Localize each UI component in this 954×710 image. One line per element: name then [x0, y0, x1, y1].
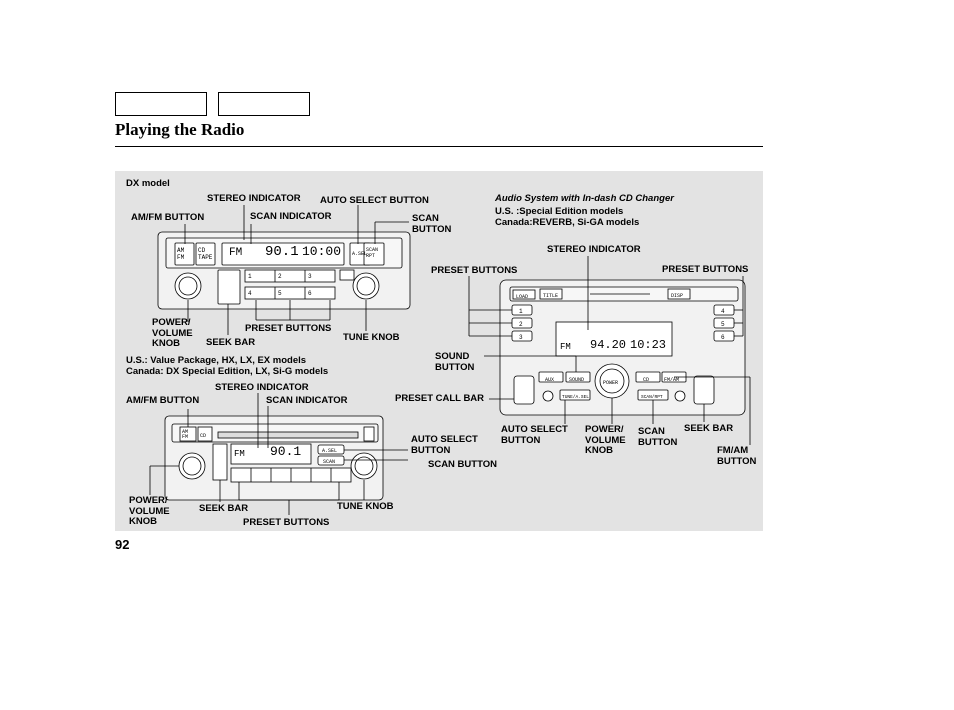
dx-seek-bar [217, 269, 241, 305]
cd-preset-5[interactable]: 5 [721, 321, 725, 328]
label-scan-button-3: SCAN BUTTON [638, 426, 678, 448]
page-title: Playing the Radio [115, 120, 245, 139]
cd-aux-label[interactable]: AUX [545, 377, 555, 383]
label-cd-models: U.S. :Special Edition models Canada:REVE… [495, 206, 640, 228]
cd-display-time: 10:23 [630, 338, 667, 352]
label-seek-bar-3: SEEK BAR [684, 423, 734, 434]
dx-display-time: 10:00 [302, 244, 342, 259]
label-amfm-button-1: AM/FM BUTTON [131, 212, 205, 223]
vp-auto-select-label[interactable]: A.SEL [322, 448, 338, 454]
label-amfm-button-2: AM/FM BUTTON [126, 395, 200, 406]
dx-preset-1[interactable]: 1 [248, 273, 252, 280]
label-auto-select-button-1: AUTO SELECT BUTTON [320, 195, 429, 206]
cd-tune-asel-label[interactable]: TUNE/A.SEL [562, 395, 590, 400]
vp-scan-label[interactable]: SCAN [323, 459, 336, 465]
cd-sound-label[interactable]: SOUND [569, 377, 585, 383]
label-stereo-indicator-2: STEREO INDICATOR [215, 382, 309, 393]
cd-display-mode: FM [560, 342, 571, 352]
page-number: 92 [115, 537, 130, 552]
label-model-line-2: U.S.: Value Package, HX, LX, EX models C… [126, 355, 329, 377]
vp-amfm-label[interactable]: AM FM [182, 429, 189, 440]
dx-display-mode: FM [229, 247, 243, 259]
vp-display-freq: 90.1 [270, 444, 302, 459]
nav-tab-1[interactable] [115, 92, 207, 116]
cd-preset-4[interactable]: 4 [721, 308, 725, 315]
dx-display-freq: 90.1 [265, 244, 299, 260]
vp-cd-label[interactable]: CD [200, 433, 207, 439]
label-sound-button: SOUND BUTTON [435, 351, 475, 373]
label-preset-call-bar: PRESET CALL BAR [395, 393, 485, 404]
label-fmam-button: FM/AM BUTTON [717, 445, 757, 467]
cd-power-label[interactable]: POWER [603, 380, 619, 386]
dx-preset-3[interactable]: 3 [308, 273, 312, 280]
cd-title-label[interactable]: TITLE [543, 293, 559, 299]
dx-preset-4[interactable]: 4 [248, 290, 252, 297]
dx-scan-button [363, 242, 385, 266]
cd-preset-2[interactable]: 2 [519, 321, 523, 328]
label-preset-buttons-3-right: PRESET BUTTONS [662, 264, 749, 275]
label-scan-button-2: SCAN BUTTON [428, 459, 497, 470]
label-power-volume-knob-2: POWER/ VOLUME KNOB [129, 495, 170, 527]
label-preset-buttons-3-left: PRESET BUTTONS [431, 265, 518, 276]
label-stereo-indicator-3: STEREO INDICATOR [547, 244, 641, 255]
label-cd-system-title: Audio System with In-dash CD Changer [495, 193, 674, 204]
cd-fmam-label[interactable]: FM/AM [664, 377, 680, 383]
dx-cd-tape-label[interactable]: CD TAPE [198, 247, 213, 261]
vp-display-mode: FM [234, 449, 245, 459]
label-stereo-indicator-1: STEREO INDICATOR [207, 193, 301, 204]
cd-seek-bar [693, 375, 715, 405]
label-preset-buttons-1: PRESET BUTTONS [245, 323, 332, 334]
label-scan-indicator-1: SCAN INDICATOR [250, 211, 332, 222]
label-power-volume-knob-1: POWER/ VOLUME KNOB [152, 317, 193, 349]
label-power-volume-knob-3: POWER/ VOLUME KNOB [585, 424, 626, 456]
dx-preset-5[interactable]: 5 [278, 290, 282, 297]
label-preset-buttons-2: PRESET BUTTONS [243, 517, 330, 528]
label-dx-model: DX model [126, 178, 170, 189]
cd-preset-3[interactable]: 3 [519, 334, 523, 341]
vp-seek-bar [212, 443, 228, 481]
label-seek-bar-2: SEEK BAR [199, 503, 249, 514]
cd-display [555, 321, 673, 357]
cd-load-label[interactable]: LOAD [516, 294, 529, 300]
dx-preset-2[interactable]: 2 [278, 273, 282, 280]
cd-preset-call-bar [513, 375, 535, 405]
nav-tab-2[interactable] [218, 92, 310, 116]
label-seek-bar-1: SEEK BAR [206, 337, 256, 348]
dx-auto-select-label[interactable]: A.SEL [352, 251, 368, 257]
cd-cd-label[interactable]: CD [643, 377, 650, 383]
title-rule [115, 146, 763, 147]
label-tune-knob-1: TUNE KNOB [343, 332, 400, 343]
cd-disp-label[interactable]: DISP [671, 293, 684, 299]
label-auto-select-button-3: AUTO SELECT BUTTON [501, 424, 568, 446]
label-auto-select-button-2: AUTO SELECT BUTTON [411, 434, 478, 456]
dx-display [221, 242, 345, 266]
label-tune-knob-2: TUNE KNOB [337, 501, 394, 512]
dx-cd-tape-button [195, 242, 216, 266]
dx-amfm-button-label[interactable]: AM FM [177, 247, 185, 261]
dx-preset-6[interactable]: 6 [308, 290, 312, 297]
cd-preset-6[interactable]: 6 [721, 334, 725, 341]
vp-display [230, 443, 312, 465]
dx-amfm-button [174, 242, 195, 266]
cd-display-freq: 94.20 [590, 338, 627, 352]
cd-preset-1[interactable]: 1 [519, 308, 523, 315]
dx-scan-label[interactable]: SCAN RPT [366, 247, 379, 259]
label-scan-indicator-2: SCAN INDICATOR [266, 395, 348, 406]
cd-scan-rpt-label[interactable]: SCAN/RPT [641, 395, 663, 400]
label-scan-button-1: SCAN BUTTON [412, 213, 452, 235]
